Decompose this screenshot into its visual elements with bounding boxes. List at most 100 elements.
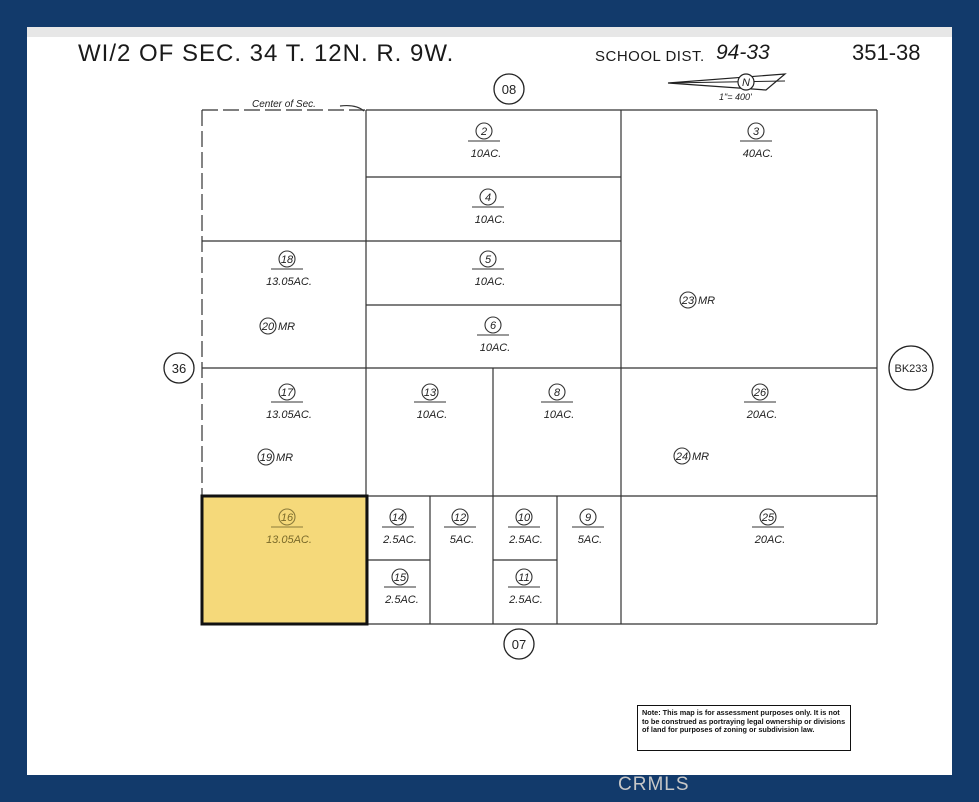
mr-label: 24 MR xyxy=(673,447,709,465)
parcel-number-circle xyxy=(451,508,469,526)
parcel-acreage: 5AC. xyxy=(450,534,474,546)
parcel-acreage: 20AC. xyxy=(754,534,786,546)
parcel-16-highlight[interactable] xyxy=(202,496,367,624)
parcel-number-circle xyxy=(421,383,439,401)
parcel-number: 8 xyxy=(554,387,561,399)
parcel-label: 142.5AC. xyxy=(382,508,417,546)
parcel-number: 26 xyxy=(753,387,767,399)
parcel-label: 12 5AC. xyxy=(444,508,476,546)
parcel-label: 5 10AC. xyxy=(472,250,506,288)
parcel-number: 17 xyxy=(281,387,294,399)
parcel-number-circle xyxy=(515,568,533,586)
parcel-16-border xyxy=(200,494,369,626)
parcel-number-circle xyxy=(391,568,409,586)
parcel-number: 16 xyxy=(281,512,294,524)
parcel-number-circle xyxy=(747,122,765,140)
parcel-label: 6 10AC. xyxy=(477,316,511,354)
parcel-label: 4 10AC. xyxy=(472,188,506,226)
watermark: CRMLS xyxy=(618,774,690,795)
parcel-label: 17 13.05AC. xyxy=(266,383,312,421)
map-book-number: 351-38 xyxy=(852,40,921,65)
parcel-acreage: 40AC. xyxy=(743,148,774,160)
parcel-acreage: 10AC. xyxy=(475,276,506,288)
center-of-section-label: Center of Sec. xyxy=(252,99,316,110)
parcel-acreage: 2.5AC. xyxy=(384,594,419,606)
parcel-number: 4 xyxy=(485,192,491,204)
mr-number: 23 xyxy=(681,295,695,307)
parcel-label: 15 2.5AC. xyxy=(384,568,419,606)
parcel-number: 18 xyxy=(281,254,294,266)
parcel-number-circle xyxy=(479,188,497,206)
parcel-number-circle xyxy=(751,383,769,401)
parcel-label: 2 10AC. xyxy=(468,122,502,160)
adjacent-bottom-label: 07 xyxy=(512,637,526,652)
sheet-top-strip xyxy=(27,27,952,37)
school-district-number: 94-33 xyxy=(716,41,770,64)
school-district-label: SCHOOL DIST. xyxy=(595,48,705,65)
mr-number: 19 xyxy=(260,452,272,464)
mr-suffix: MR xyxy=(278,321,295,333)
mr-number: 20 xyxy=(261,321,275,333)
mr-suffix: MR xyxy=(692,451,709,463)
map-title: WI/2 OF SEC. 34 T. 12N. R. 9W. xyxy=(78,40,455,67)
mr-label: 19 MR xyxy=(257,448,293,466)
parcel-acreage: 10AC. xyxy=(471,148,502,160)
mr-suffix: MR xyxy=(698,295,715,307)
parcel-number-circle xyxy=(389,508,407,526)
parcel-number: 2 xyxy=(480,126,487,138)
parcel-acreage: 10AC. xyxy=(544,409,575,421)
north-letter: N xyxy=(742,77,750,89)
parcel-number-circle xyxy=(759,508,777,526)
parcel-number-circle xyxy=(515,508,533,526)
parcel-label: 26 20AC. xyxy=(744,383,778,421)
parcel-label: 25 20AC. xyxy=(752,508,786,546)
parcel-number: 5 xyxy=(485,254,492,266)
parcel-number: 11 xyxy=(518,572,529,584)
assessment-note: Note: This map is for assessment purpose… xyxy=(637,705,851,751)
mr-number-circle xyxy=(673,447,691,465)
parcel-number: 15 xyxy=(394,572,407,584)
parcel-number: 25 xyxy=(761,512,775,524)
north-arrow-icon: N xyxy=(667,73,787,91)
adjacent-bottom-circle xyxy=(503,628,535,660)
parcel-number: 6 xyxy=(490,320,497,332)
mr-number-circle xyxy=(257,448,275,466)
parcel-number-circle xyxy=(475,122,493,140)
parcel-label: 16 13.05AC. xyxy=(266,508,312,546)
parcel-acreage: 13.05AC. xyxy=(266,534,312,546)
parcel-number: 13 xyxy=(424,387,437,399)
adjacent-top-circle xyxy=(493,73,525,105)
parcel-label: 10 2.5AC. xyxy=(508,508,543,546)
parcel-number: 10 xyxy=(518,512,531,524)
parcel-label: 11 2.5AC. xyxy=(508,568,543,606)
parcel-acreage: 2.5AC. xyxy=(508,594,543,606)
parcel-number-circle xyxy=(484,316,502,334)
parcel-acreage: 2.5AC. xyxy=(508,534,543,546)
parcel-number: 14 xyxy=(392,512,404,524)
parcel-acreage: 10AC. xyxy=(480,342,511,354)
parcel-number: 9 xyxy=(585,512,591,524)
mr-number: 24 xyxy=(675,451,688,463)
mr-suffix: MR xyxy=(276,452,293,464)
map-sheet xyxy=(27,27,952,775)
adjacent-top-label: 08 xyxy=(502,82,516,97)
parcel-acreage: 10AC. xyxy=(475,214,506,226)
parcel-label: 18 13.05AC. xyxy=(266,250,312,288)
adjacent-right-circle xyxy=(888,345,934,391)
parcel-label: 8 10AC. xyxy=(541,383,575,421)
parcel-acreage: 13.05AC. xyxy=(266,409,312,421)
parcel-acreage: 20AC. xyxy=(746,409,778,421)
parcel-number-circle xyxy=(579,508,597,526)
parcel-acreage: 13.05AC. xyxy=(266,276,312,288)
parcel-acreage: 5AC. xyxy=(578,534,602,546)
parcel-number-circle xyxy=(479,250,497,268)
parcel-number: 12 xyxy=(454,512,466,524)
parcel-number-circle xyxy=(278,508,296,526)
adjacent-right-label: BK233 xyxy=(894,363,927,375)
map-scale: 1"= 400' xyxy=(719,92,752,102)
parcel-label: 9 5AC. xyxy=(572,508,604,546)
